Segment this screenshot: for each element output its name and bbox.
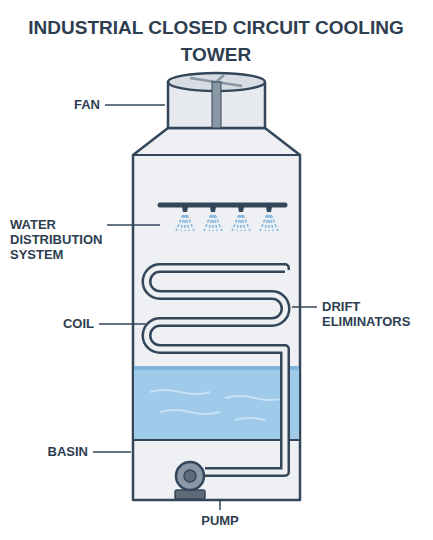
leader-line [99, 323, 146, 325]
coil-tube [147, 268, 286, 472]
shoulder-line [133, 154, 300, 156]
pump-hub [184, 470, 196, 482]
basin-water [134, 368, 299, 440]
spray-line [232, 215, 239, 231]
spray-line [212, 215, 214, 231]
leader-line [105, 104, 165, 106]
part-label: FAN [14, 97, 100, 112]
spray-line [240, 215, 242, 231]
spray-line [215, 215, 222, 231]
tower-body [133, 128, 300, 500]
nozzle [182, 207, 188, 212]
pump-base [175, 490, 205, 499]
leader-lines [93, 105, 317, 510]
spray-line [176, 215, 183, 231]
spray-line [265, 215, 268, 231]
spray-line [243, 215, 250, 231]
spray-line [237, 215, 240, 231]
spray-line [271, 215, 278, 231]
leader-line [93, 451, 131, 453]
pump-body [176, 462, 204, 490]
part-label: PUMP [180, 513, 260, 528]
part-label: COIL [14, 316, 94, 331]
water-surface [134, 366, 299, 370]
part-label: DRIFT ELIMINATORS [322, 299, 430, 329]
spray-line [260, 215, 267, 231]
coil-tube-outline [147, 268, 286, 472]
spray-line [268, 215, 270, 231]
basin-line [133, 439, 300, 441]
fan-shaft [212, 82, 221, 128]
spray-line [187, 215, 194, 231]
part-label: WATER DISTRIBUTION SYSTEM [10, 217, 128, 262]
nozzle [210, 207, 216, 212]
spray-nozzles [176, 207, 278, 231]
spray-line [184, 215, 186, 231]
diagram-title: INDUSTRIAL CLOSED CIRCUIT COOLING TOWER [16, 14, 416, 68]
spray-line [204, 215, 211, 231]
distribution-pipe [160, 203, 285, 208]
leader-line [107, 224, 160, 226]
leader-line [292, 306, 317, 308]
leader-line [219, 500, 221, 510]
spray-line [209, 215, 212, 231]
nozzle [238, 207, 244, 212]
spray-line [181, 215, 184, 231]
part-label: BASIN [10, 444, 88, 459]
water-ripples [150, 390, 285, 420]
nozzle [266, 207, 272, 212]
